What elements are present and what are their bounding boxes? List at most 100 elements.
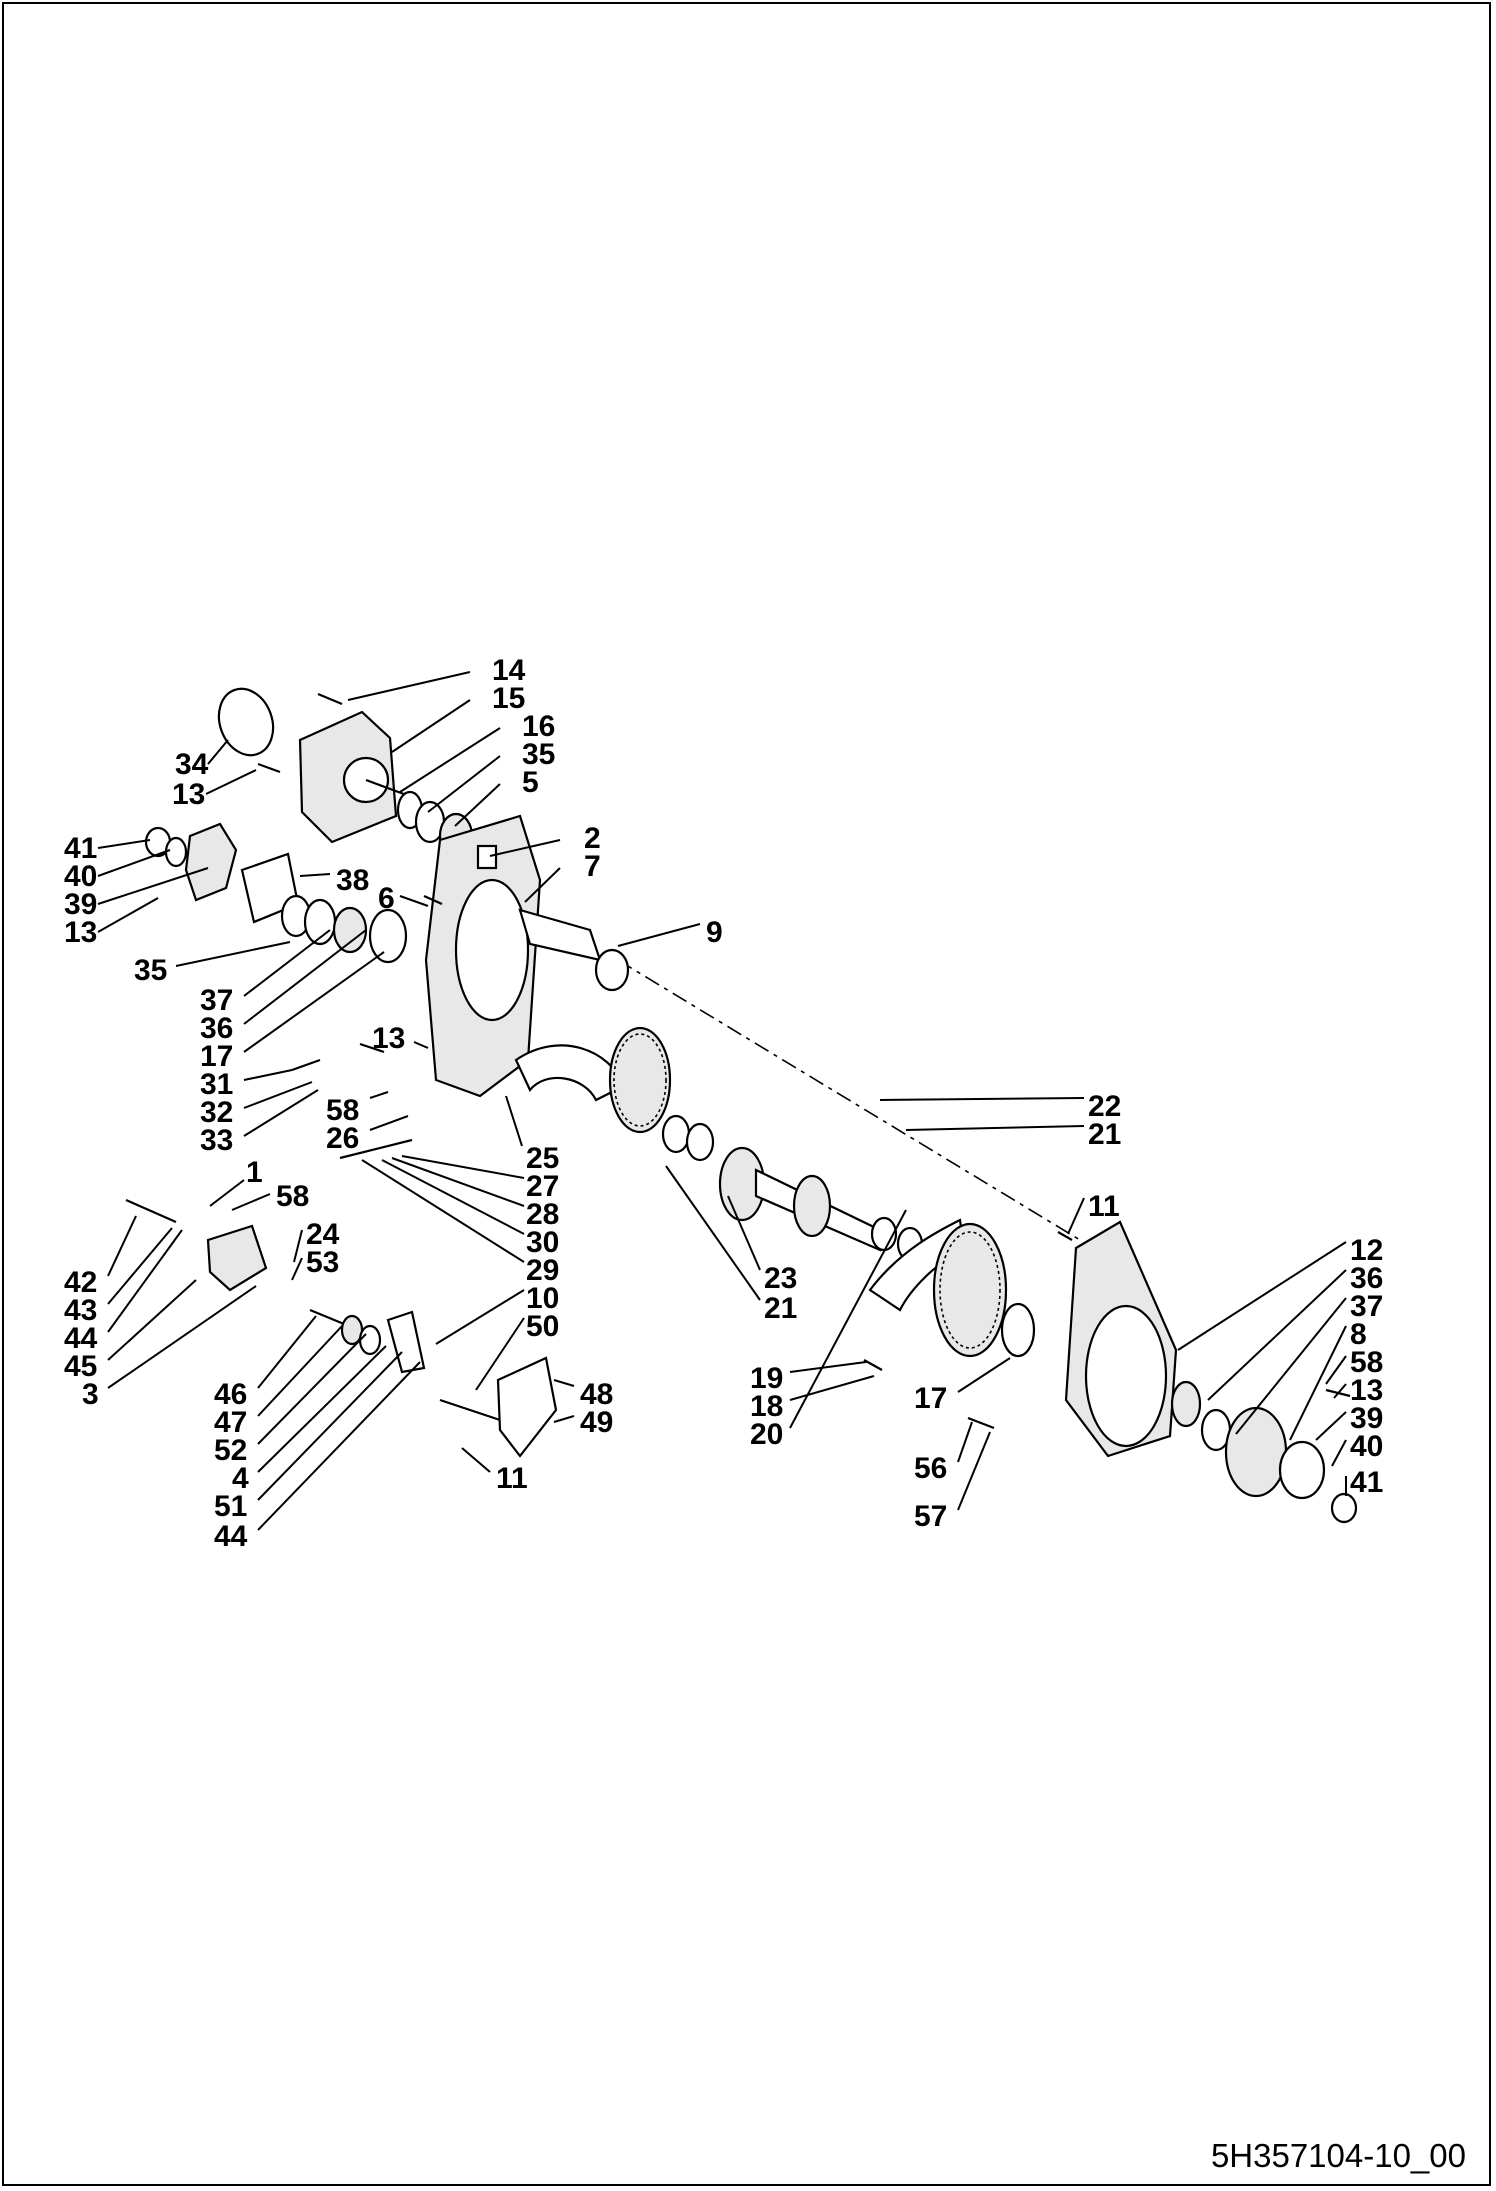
leader-line-56 [957, 1421, 973, 1463]
leader-line-11 [1067, 1197, 1085, 1235]
flange-39b [1278, 1440, 1326, 1500]
bolt-27-30 [339, 1138, 413, 1160]
part-callout-52: 52 [214, 1434, 247, 1467]
housing-12-bore [1084, 1304, 1168, 1448]
bolt-14 [317, 692, 343, 706]
part-callout-39: 39 [1350, 1402, 1383, 1435]
part-callout-35: 35 [134, 954, 167, 987]
leader-line-18 [789, 1375, 875, 1401]
bearing-21a [661, 1114, 691, 1154]
leader-line-57 [957, 1431, 991, 1511]
leader-line-13 [413, 1041, 429, 1049]
leader-line-37 [1235, 1297, 1347, 1435]
part-callout-45: 45 [64, 1350, 97, 1383]
leader-line-26 [369, 1115, 409, 1131]
leader-line-1 [209, 1179, 245, 1207]
leader-line-11 [461, 1447, 491, 1473]
leader-line-39 [1315, 1411, 1347, 1441]
part-callout-46: 46 [214, 1378, 247, 1411]
leader-line-21 [665, 1165, 761, 1301]
bearing-21b [685, 1122, 715, 1162]
part-callout-18: 18 [750, 1390, 783, 1423]
leader-line-31 [243, 1069, 293, 1081]
part-callout-34: 34 [175, 748, 209, 781]
part-callout-53: 53 [306, 1246, 339, 1279]
leader-line-17 [243, 951, 385, 1053]
leader-line-32 [243, 1081, 313, 1109]
part-callout-58: 58 [1350, 1346, 1383, 1379]
part-callout-30: 30 [526, 1226, 559, 1259]
part-callout-43: 43 [64, 1294, 97, 1327]
part-callout-35: 35 [522, 738, 555, 771]
part-callout-28: 28 [526, 1198, 559, 1231]
part-callout-14: 14 [492, 654, 526, 687]
part-callout-56: 56 [914, 1452, 947, 1485]
seal-17 [368, 908, 408, 964]
pin-46 [309, 1308, 345, 1326]
left-flange-assembly [144, 822, 408, 964]
part-callout-16: 16 [522, 710, 555, 743]
part-callout-32: 32 [200, 1096, 233, 1129]
part-callout-47: 47 [214, 1406, 247, 1439]
gear-shaft-group [608, 1026, 1036, 1358]
part-callout-36: 36 [200, 1012, 233, 1045]
leader-line-52 [257, 1333, 367, 1445]
seal-ring-34 [217, 687, 275, 757]
leader-line-58 [1325, 1355, 1347, 1385]
shaft-50 [439, 1398, 501, 1422]
part-callout-42: 42 [64, 1266, 97, 1299]
part-callout-50: 50 [526, 1310, 559, 1343]
leader-line-42 [107, 1215, 137, 1277]
leader-line-12 [1177, 1241, 1347, 1351]
leader-line-13 [205, 769, 257, 795]
leader-line-47 [257, 1325, 343, 1417]
bolt-42 [125, 1198, 177, 1224]
housing-bore [454, 878, 530, 1022]
leader-line-19 [789, 1361, 867, 1373]
leader-line-40 [97, 849, 171, 877]
leader-line-13 [1333, 1383, 1347, 1399]
leader-line-44 [257, 1361, 421, 1531]
part-callout-57: 57 [914, 1500, 947, 1533]
leader-line-50 [475, 1317, 525, 1391]
leader-line-51 [257, 1351, 403, 1501]
washer-40 [164, 836, 188, 868]
leader-line-34 [207, 739, 229, 765]
part-callout-44: 44 [64, 1322, 98, 1355]
leader-line-15 [391, 699, 471, 753]
part-callout-13: 13 [64, 916, 97, 949]
part-callout-39: 39 [64, 888, 97, 921]
bearing-36b [1170, 1380, 1202, 1428]
part-callout-7: 7 [584, 850, 601, 883]
flange-8 [1224, 1406, 1288, 1498]
leader-line-9 [617, 923, 701, 947]
leader-line-29 [361, 1159, 525, 1263]
breather-2 [476, 844, 498, 870]
part-callout-40: 40 [64, 860, 97, 893]
part-callout-17: 17 [914, 1382, 947, 1415]
part-callout-11: 11 [496, 1462, 528, 1495]
part-callout-41: 41 [64, 832, 97, 865]
part-callout-4: 4 [232, 1462, 249, 1495]
bolt-13a [257, 762, 281, 774]
leader-line-35 [175, 941, 291, 967]
leader-line-20 [789, 1209, 907, 1429]
leader-line-35 [427, 755, 501, 813]
nut-41b [1330, 1492, 1358, 1524]
part-callout-23: 23 [764, 1262, 797, 1295]
leader-line-22 [879, 1097, 1085, 1101]
leader-line-48 [553, 1379, 575, 1387]
part-callout-11: 11 [1088, 1190, 1120, 1223]
bolt-11 [1057, 1231, 1073, 1241]
lever-48 [496, 1356, 558, 1458]
part-callout-51: 51 [214, 1490, 247, 1523]
part-callout-17: 17 [200, 1040, 233, 1073]
bolt-31 [291, 1058, 321, 1072]
part-callout-33: 33 [200, 1124, 233, 1157]
leader-line-36 [1207, 1269, 1347, 1401]
leader-line-4 [257, 1345, 387, 1473]
leader-line-21 [905, 1125, 1085, 1131]
leader-line-41 [97, 839, 151, 849]
